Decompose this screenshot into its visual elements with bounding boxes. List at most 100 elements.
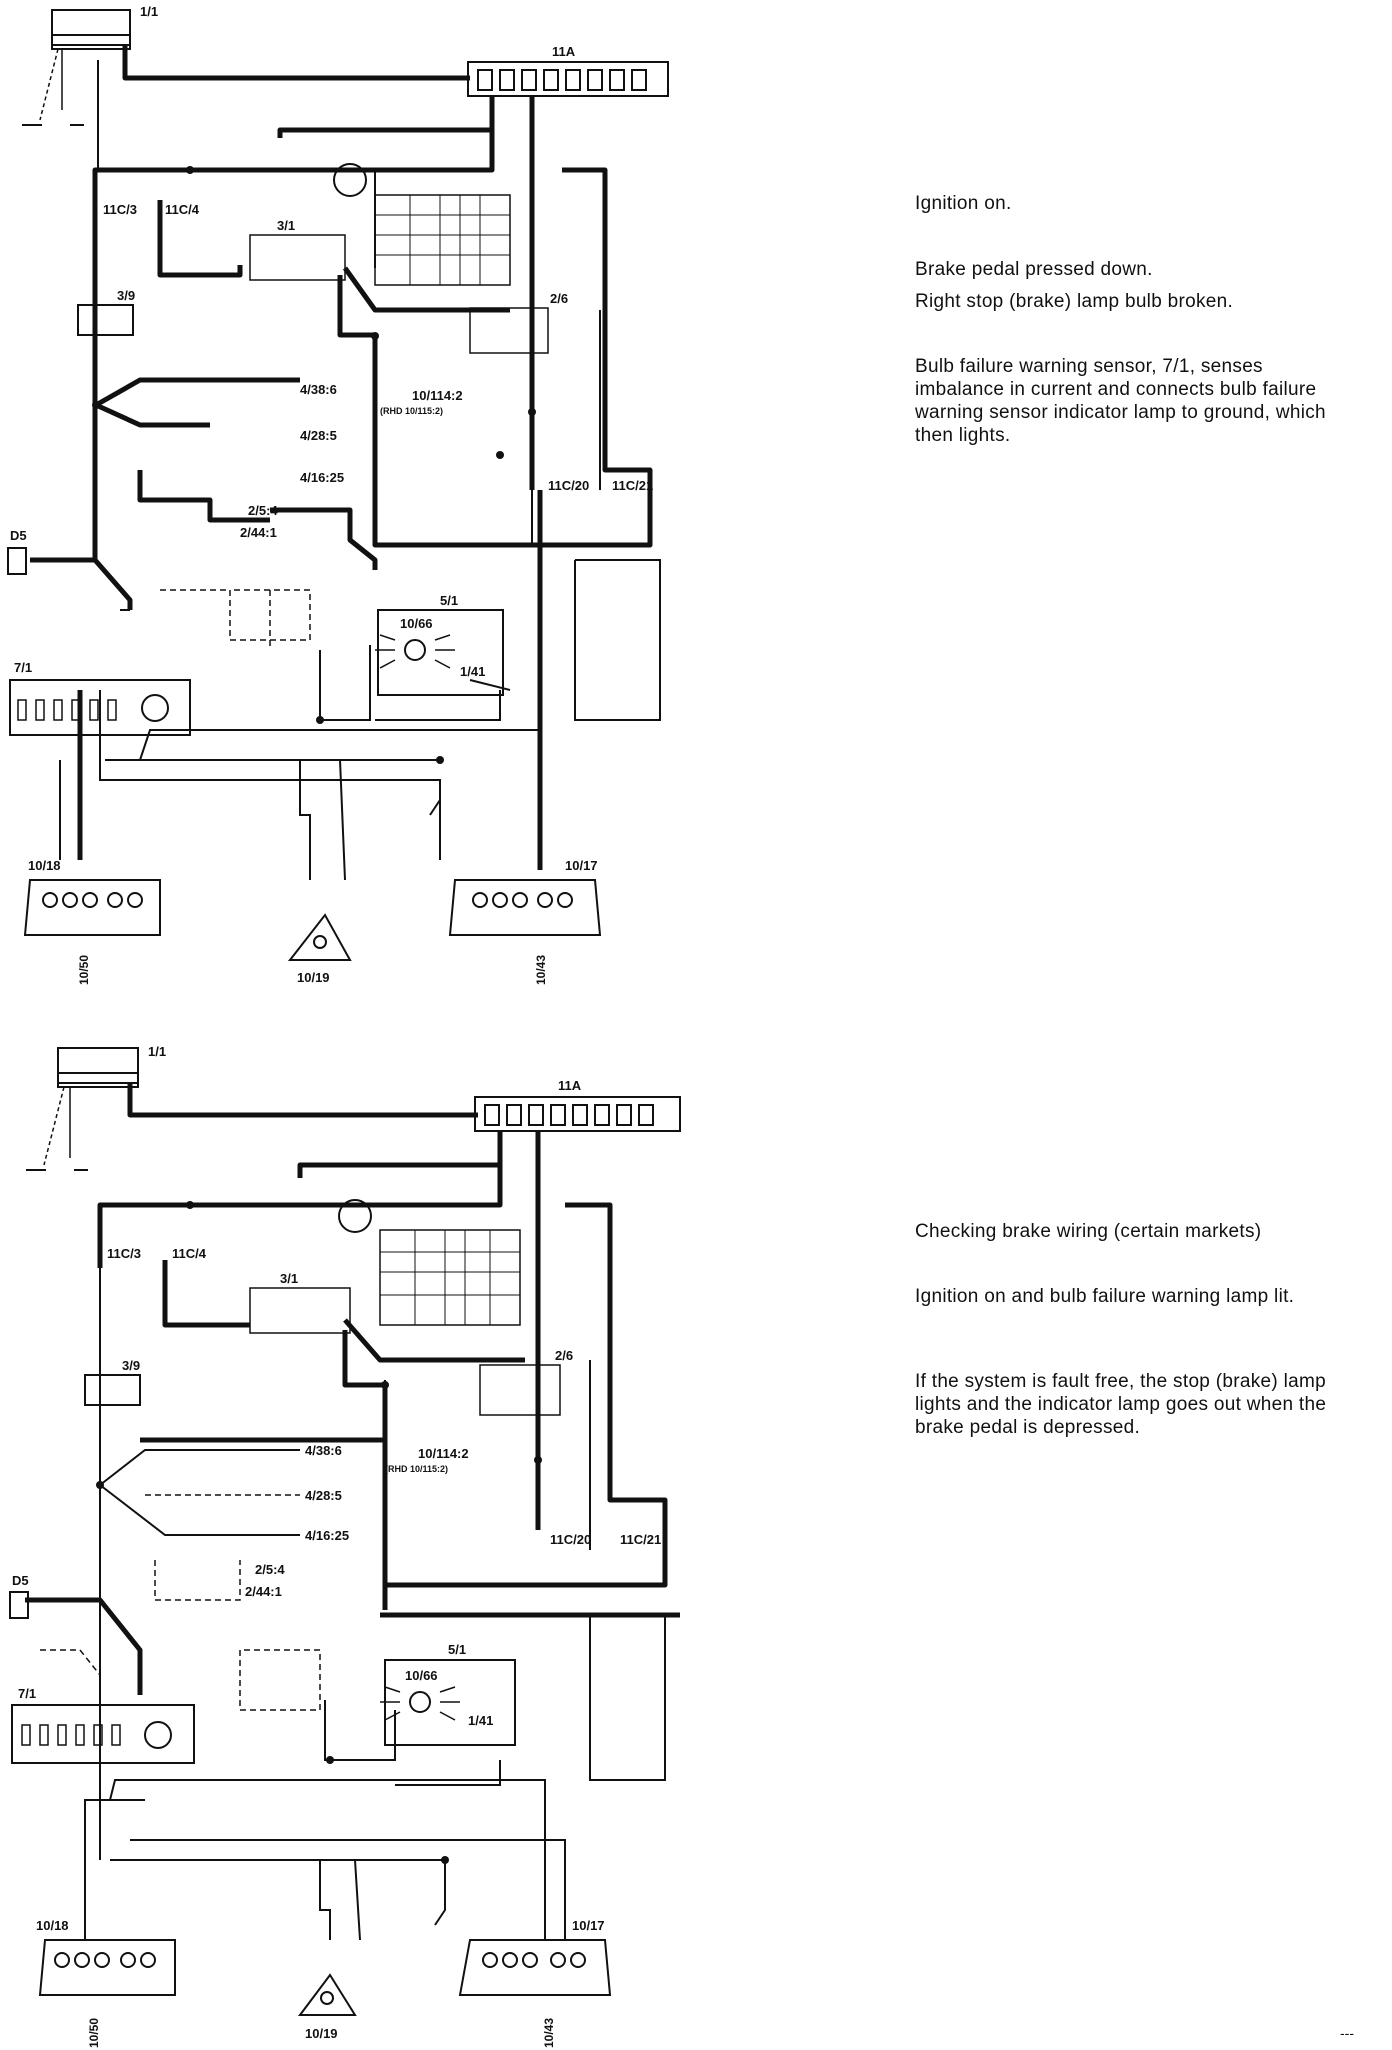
ignition-switch-label: 3/1 [280,1271,298,1286]
bulb-failure-sensor-label: 7/1 [18,1686,36,1701]
bulb-failure-sensor [9,679,191,736]
ignition-switch-table [374,194,511,286]
connector-4-28-5-label: 4/28:5 [305,1488,342,1503]
brake-switch-label: 3/9 [122,1358,140,1373]
splice-points [96,1201,542,1864]
ignition-switch-label: 3/1 [277,218,295,233]
fusebox-11a [474,1096,681,1132]
lamp-left-label: 10/18 [36,1918,69,1933]
connector-2-5-4-label: 2/5:4 [248,503,278,518]
wires-dashed [160,589,311,650]
connector-4-38-6-label: 4/38:6 [305,1443,342,1458]
bulb-left-label: 10/50 [77,955,91,985]
lamp-right-housing [458,1939,612,1996]
description-ignition-on: Ignition on. [915,193,1012,214]
warning-lamp-icon [404,639,426,661]
instrument-panel-label: 5/1 [440,593,458,608]
bulb-failure-sensor-label: 7/1 [14,660,32,675]
connector-2-5-4-label: 2/5:4 [255,1562,285,1577]
description-sensor-behaviour: Bulb failure warning sensor, 7/1, senses… [915,356,1326,446]
description-fault-free: If the system is fault free, the stop (b… [915,1371,1327,1438]
description-bulb-broken: Right stop (brake) lamp bulb broken. [915,291,1234,312]
warning-lamp-rays [380,1686,460,1721]
relay-label: 2/6 [550,291,568,306]
key-switch-icon [333,163,367,197]
description-checking-wiring: Checking brake wiring (certain markets) [915,1221,1262,1242]
ignition-switch-grid [380,1230,520,1325]
connector-1-41-label: 1/41 [468,1713,493,1728]
lamp-center-label: 10/19 [305,2026,338,2041]
lamp-right-label: 10/17 [565,858,598,873]
connector-4-38-6-label: 4/38:6 [300,382,337,397]
battery-label: 1/1 [148,1044,166,1059]
wiring-diagram-bottom: 1/1 11A [9,1044,681,2048]
wiring-diagram-top: 1/1 11A [7,4,669,985]
ignition-switch-table [379,1229,521,1326]
ignition-switch [249,1287,351,1334]
lamp-left-housing [38,1939,176,1996]
fusebox-label: 11A [558,1078,582,1093]
bulb-failure-sensor [11,1704,195,1764]
sensor-relay-icon [141,694,169,722]
brake-switch [84,1374,141,1406]
connector-11c20-label: 11C/20 [548,478,589,493]
connector-4-16-25-label: 4/16:25 [300,470,344,485]
connector-2-44-1-label: 2/44:1 [245,1584,282,1599]
connector-2-44-1-label: 2/44:1 [240,525,277,540]
sensor-elements [21,1724,121,1746]
bulb-left-label: 10/50 [87,2018,101,2048]
wires-dashed [40,1494,321,1711]
connector-d5-label: D5 [12,1573,29,1588]
warning-lamp-rays [375,634,455,669]
relay-label: 2/6 [555,1348,573,1363]
connector-11c4-label: 11C/4 [172,1246,207,1261]
splice-points [92,166,536,764]
warning-lamp-icon [409,1691,431,1713]
connector-11c4-label: 11C/4 [165,202,200,217]
connector-d5 [7,547,27,575]
lamp-right-label: 10/17 [572,1918,605,1933]
brake-switch [77,304,134,336]
brake-switch-label: 3/9 [117,288,135,303]
key-switch-icon [338,1199,372,1233]
battery-symbol [26,1047,139,1171]
connector-11c21-label: 11C/21 [620,1532,661,1547]
connector-10-114-2-label: 10/114:2 [418,1446,469,1461]
connector-11c3-label: 11C/3 [103,202,137,217]
wires-passive [84,1268,666,1941]
connector-1-41-label: 1/41 [460,664,485,679]
lamp-left-label: 10/18 [28,858,61,873]
warning-lamp-label: 10/66 [405,1668,438,1683]
connector-11c21-label: 11C/21 [612,478,653,493]
wires-active [25,1083,680,1695]
connector-4-28-5-label: 4/28:5 [300,428,337,443]
battery-symbol [22,9,131,126]
connector-d5-label: D5 [10,528,27,543]
rhd-note: (RHD 10/115:2) [385,1464,448,1474]
lamp-center-housing [298,1973,357,2016]
relay [479,1364,561,1416]
connector-11c20-label: 11C/20 [550,1532,591,1547]
bulb-right-label: 10/43 [534,955,548,985]
lamp-right-housing [448,879,602,936]
connector-10-114-2-label: 10/114:2 [412,388,463,403]
wires-passive [59,60,661,881]
connector-d5 [9,1591,29,1619]
connector-11c3-label: 11C/3 [107,1246,141,1261]
lamp-left-housing [23,879,161,936]
fusebox-11a [467,61,669,97]
fusebox-label: 11A [552,44,576,59]
sensor-elements [17,699,117,721]
sensor-relay-icon [144,1721,172,1749]
rhd-note: (RHD 10/115:2) [380,406,443,416]
battery-label: 1/1 [140,4,158,19]
description-ignition-lamp-lit: Ignition on and bulb failure warning lam… [915,1286,1295,1307]
bulb-right-label: 10/43 [542,2018,556,2048]
connector-4-16-25-label: 4/16:25 [305,1528,349,1543]
instrument-panel [377,609,504,696]
description-brake-pressed: Brake pedal pressed down. [915,259,1153,280]
lamp-center-label: 10/19 [297,970,330,985]
ignition-switch [249,234,346,281]
lamp-center-housing [287,913,352,961]
relay [469,307,549,354]
